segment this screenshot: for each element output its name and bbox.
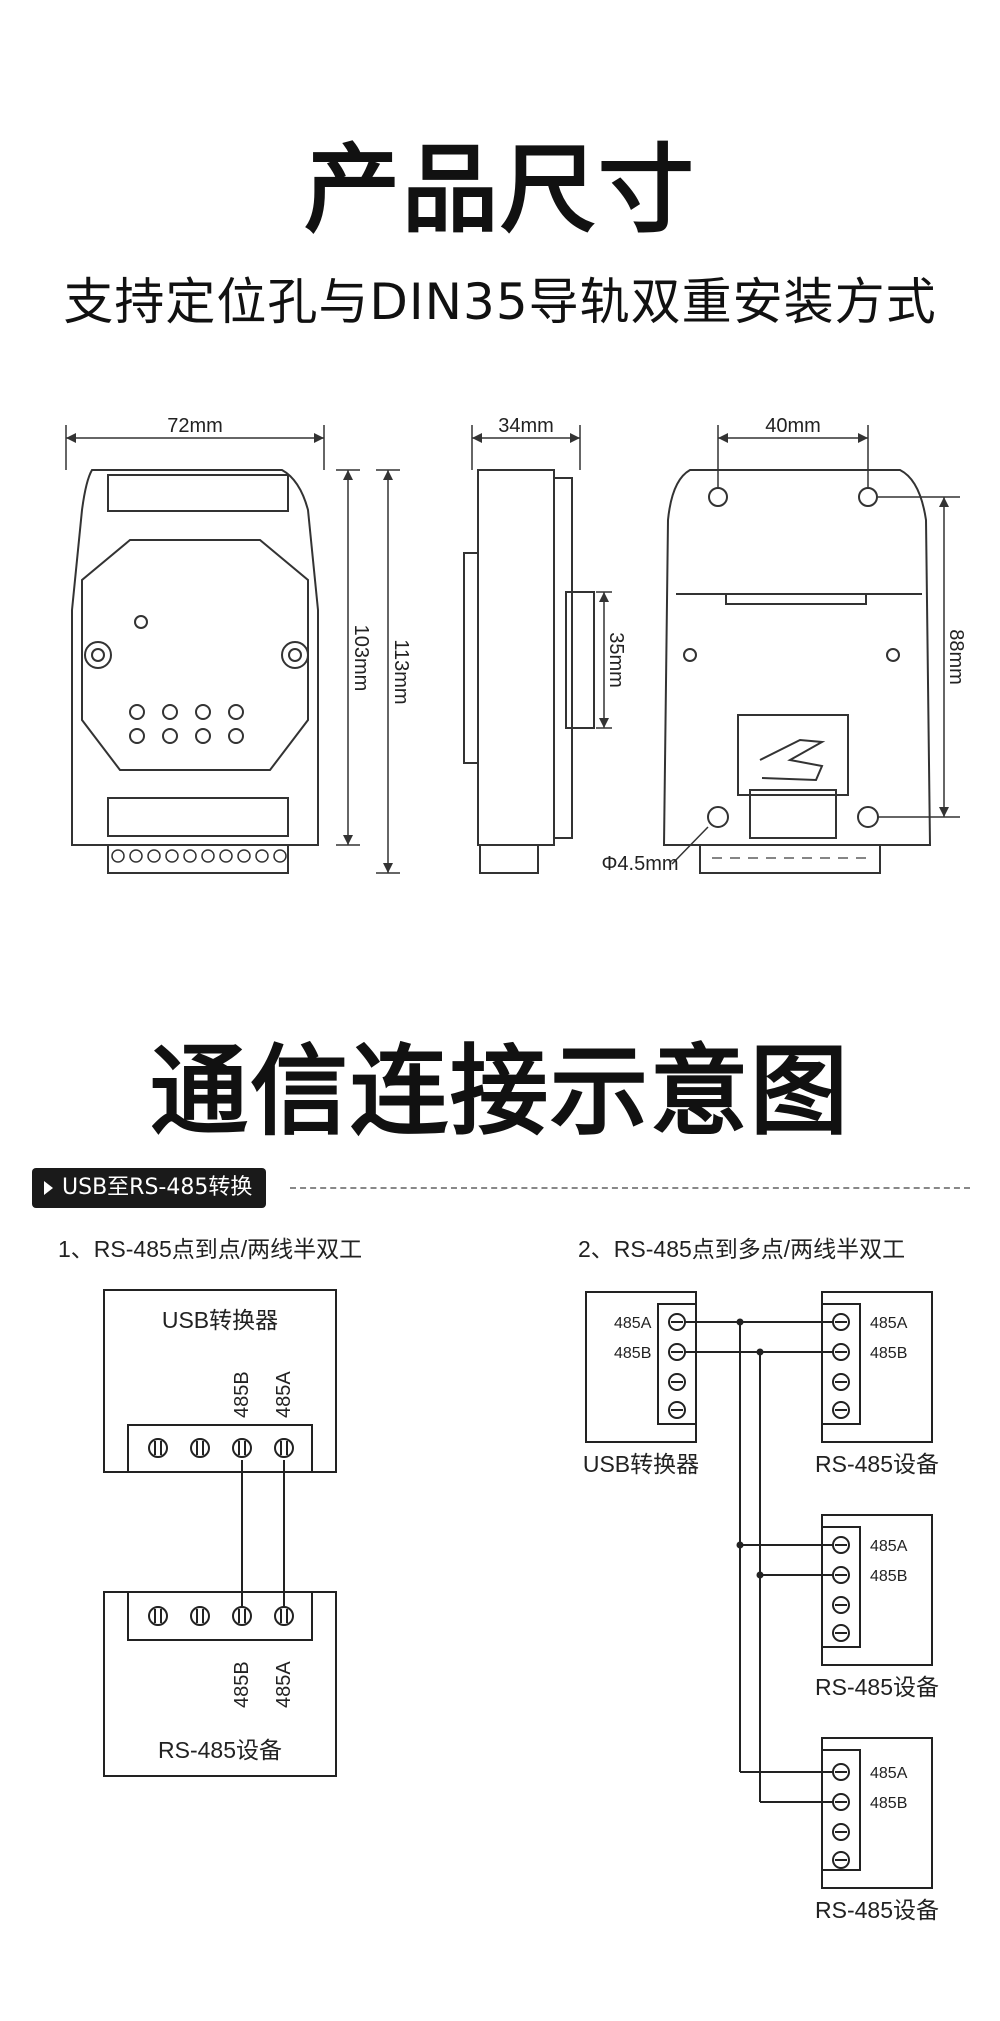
rs485-device-box	[103, 1591, 337, 1777]
conv-pin-a: 485A	[614, 1315, 652, 1332]
left-diagram-heading: 1、RS-485点到点/两线半双工	[58, 1236, 363, 1262]
dev1-pin-b: 485B	[870, 1345, 907, 1362]
device-box-1	[821, 1291, 933, 1443]
right-device3-label: RS-485设备	[815, 1897, 939, 1923]
dim-front-h2: 113mm	[390, 639, 412, 704]
section-title-connection: 通信连接示意图	[149, 1035, 850, 1149]
device-terminal-block	[127, 1591, 313, 1641]
conv-pin-b: 485B	[614, 1345, 651, 1362]
dim-side-depth: 34mm	[498, 415, 554, 437]
section-badge: USB至RS-485转换	[32, 1168, 267, 1208]
point-to-point-diagram	[103, 1289, 337, 1777]
triangle-icon	[44, 1181, 53, 1195]
left-converter-label: USB转换器	[162, 1307, 278, 1333]
right-device1-label: RS-485设备	[815, 1451, 939, 1477]
dev1-pin-a: 485A	[870, 1315, 908, 1332]
right-converter-label: USB转换器	[583, 1451, 699, 1477]
dev3-pin-b: 485B	[870, 1795, 907, 1812]
right-diagram-heading: 2、RS-485点到多点/两线半双工	[578, 1236, 906, 1262]
dashed-divider	[290, 1187, 970, 1189]
device-box-3	[821, 1737, 933, 1889]
dim-front-h1: 103mm	[350, 625, 372, 692]
dim-back-width: 40mm	[765, 415, 821, 437]
multipoint-diagram	[585, 1291, 933, 1889]
left-bottom-pin-b: 485B	[231, 1661, 253, 1708]
dimension-drawings: 72mm 103mm 113mm 34mm 35mm 40mm 88mm Φ4.…	[65, 415, 967, 875]
left-top-pin-a: 485A	[273, 1371, 295, 1418]
left-device-label: RS-485设备	[158, 1737, 282, 1763]
dev2-pin-a: 485A	[870, 1538, 908, 1555]
dim-side-rail: 35mm	[605, 632, 627, 688]
usb-converter-box	[103, 1289, 337, 1473]
dim-front-width: 72mm	[167, 415, 223, 437]
dim-hole: Φ4.5mm	[601, 853, 678, 875]
side-view-drawing	[463, 469, 595, 874]
left-top-pin-b: 485B	[231, 1371, 253, 1418]
back-view-drawing	[662, 469, 932, 874]
section-subtitle-mounting: 支持定位孔与DIN35导轨双重安装方式	[63, 273, 937, 331]
badge-label: USB至RS-485转换	[62, 1175, 253, 1200]
dim-back-height: 88mm	[945, 629, 967, 685]
device-box-2	[821, 1514, 933, 1666]
left-bottom-pin-a: 485A	[273, 1661, 295, 1708]
section-title-dimensions: 产品尺寸	[304, 134, 696, 246]
converter-terminal-block	[127, 1424, 313, 1473]
right-device2-label: RS-485设备	[815, 1674, 939, 1700]
dev3-pin-a: 485A	[870, 1765, 908, 1782]
dev2-pin-b: 485B	[870, 1568, 907, 1585]
usb-converter-box-2	[585, 1291, 697, 1443]
front-view-drawing	[71, 469, 319, 874]
